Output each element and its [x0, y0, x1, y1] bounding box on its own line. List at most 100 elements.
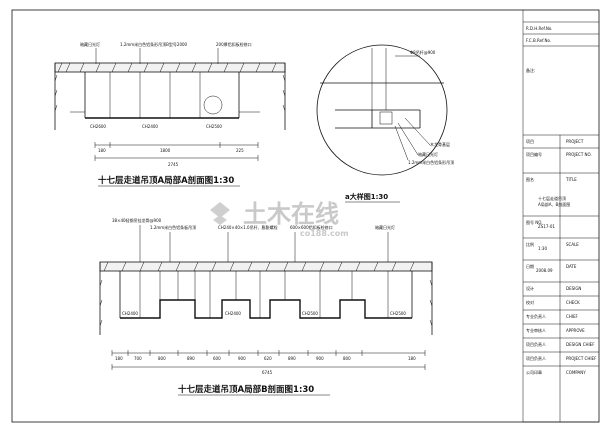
section-a-hangers: [109, 72, 201, 118]
title-block-row-cn: 项目编号: [526, 151, 542, 157]
section-b-dim-1: 700: [134, 356, 142, 361]
section-b-label-0: 38×40轻钢吊挂龙骨@900: [112, 217, 162, 223]
title-block-header-0: R.D.H.Ref.No.: [526, 26, 553, 31]
section-b-dim-total: 6745: [262, 370, 273, 375]
title-block-rows: 项目 PROJECT 项目编号 PROJECT NO. 图名 TITLE 图号 NO. 比例 S…: [523, 138, 599, 423]
title-block-row-cn: 项目负责人: [526, 355, 546, 361]
title-block-row-en: CHECK: [566, 300, 580, 305]
section-b-dim-7: 890: [288, 356, 296, 361]
section-b-ceiling-tag-3: CH2500: [390, 311, 406, 316]
section-b-dim-9: 800: [343, 356, 351, 361]
detail-a-label-2: 暗藏日光灯: [418, 151, 438, 157]
section-b-ceiling-tag-2: CH2500: [302, 311, 318, 316]
section-a-ceiling-tag-0: CH2600: [90, 124, 106, 129]
section-b-dim-5: 900: [238, 356, 246, 361]
watermark-url: co188.com: [300, 229, 349, 238]
section-b-dim-10: 180: [408, 356, 416, 361]
section-b-dim-8: 900: [316, 356, 324, 361]
section-b-dim-2: 800: [158, 356, 166, 361]
title-block: R.D.H.Ref.No. F.C.B.Ref.No. 备注: 项目 PROJEC…: [523, 21, 599, 423]
section-a-ceiling-tag-2: CH2500: [206, 124, 222, 129]
section-b-ceiling-tag-1: CH2400: [225, 311, 241, 316]
section-a-walls: [54, 63, 286, 130]
detail-a-hanger-rods: [371, 48, 387, 110]
section-b-title: 十七层走道吊顶A局部B剖面图1:30: [178, 384, 314, 395]
section-a-title: 十七层走道吊顶A局部A剖面图1:30: [98, 175, 234, 186]
title-block-header-1: F.C.B.Ref.No.: [526, 38, 551, 43]
section-a: 暗藏日光灯 1.2mm米白色铝条形吊顶B型号2000 200厚铝扣板检修口 CH…: [54, 41, 286, 187]
section-b-dim-6: 620: [264, 356, 272, 361]
title-block-drawing-no: ZS17-01: [538, 224, 555, 229]
title-block-row-cn: 图名: [526, 176, 534, 182]
detail-a-circle: [316, 44, 448, 176]
section-b-ceiling: [120, 299, 412, 319]
title-block-row-en: DESIGN CHIEF: [566, 342, 595, 347]
title-block-row-cn: 比例: [526, 241, 534, 247]
section-a-label-1: 1.2mm米白色铝条形吊顶B型号2000: [120, 41, 188, 47]
title-block-header-lines: [523, 21, 599, 47]
section-a-dim-0: 180: [98, 148, 106, 153]
watermark-logo-text: 土木在线: [243, 200, 339, 228]
detail-a-ceiling-box: [335, 109, 421, 129]
section-b-slab-hatch: [103, 261, 415, 272]
detail-a-leaders: [394, 55, 431, 161]
section-a-leaders: [95, 48, 219, 64]
section-b-label-1: 1.2mm米白色铝条板吊顶: [150, 224, 196, 230]
section-a-label-2: 200厚铝扣板检修口: [216, 41, 252, 47]
title-block-title-line-0: 十七层走道吊顶: [538, 195, 566, 201]
title-block-row-cn: 公司印章: [526, 369, 542, 375]
title-block-row-cn: 校对: [526, 299, 534, 305]
section-a-label-0: 暗藏日光灯: [80, 41, 100, 47]
section-a-slab-hatch: [57, 62, 277, 73]
watermark-logo-icon: [210, 202, 230, 225]
title-block-row-en: DESIGN: [566, 286, 581, 291]
title-block-row-en: CHIEF: [566, 314, 579, 319]
section-b-ceiling-tag-0: CH2400: [122, 311, 138, 316]
title-block-row-en: TITLE: [565, 177, 577, 182]
title-block-row-en: PROJECT NO.: [566, 152, 592, 157]
title-block-notes-label: 备注:: [526, 67, 535, 73]
title-block-row-cn: 图号 NO.: [526, 219, 543, 225]
section-b-dim-0: 180: [115, 356, 123, 361]
title-block-scale-value: 1:30: [538, 246, 547, 251]
detail-a-label-1: 木龙骨基层: [430, 141, 450, 147]
section-a-dim-2: 225: [236, 148, 244, 153]
section-b-dim-lines: [111, 350, 426, 370]
section-b-dim-4: 600: [213, 356, 221, 361]
section-a-dim-lines: [94, 142, 259, 161]
title-block-row-en: PROJECT: [566, 139, 584, 144]
section-b-wall-hatch: [99, 279, 433, 327]
section-a-dim-1: 1800: [160, 148, 171, 153]
title-block-row-en: SCALE: [566, 242, 579, 247]
section-a-ceiling-tag-1: CH2400: [142, 124, 158, 129]
title-block-row-cn: 项目: [526, 138, 534, 144]
detail-a: Φ8吊杆@900 木龙骨基层 暗藏日光灯 1.2mm米白色铝条形吊顶 a大样图1…: [316, 44, 454, 203]
title-block-row-cn: 项目负责人: [526, 341, 546, 347]
section-a-wall-hatch: [54, 74, 286, 112]
title-block-row-en: DATE: [566, 264, 577, 269]
title-block-date-value: 2008.09: [536, 268, 553, 273]
title-block-row-en: APPROVE: [566, 328, 585, 333]
section-b-hangers: [139, 271, 389, 318]
title-block-row-en: COMPANY: [566, 370, 586, 375]
detail-a-label-3: 1.2mm米白色铝条形吊顶: [408, 159, 454, 165]
watermark: 土木在线 co188.com: [210, 200, 349, 238]
title-block-row-cn: 日期: [526, 263, 534, 269]
title-block-title-line-1: A局部A、B剖面图: [538, 201, 570, 207]
section-a-detail-marker: [203, 95, 223, 115]
section-b-label-2: CH240×40×1.0吊杆、膨胀螺栓: [218, 224, 278, 230]
detail-a-title: a大样图1:30: [345, 192, 388, 201]
detail-a-light-fixture: [379, 111, 393, 125]
section-b: 38×40轻钢吊挂龙骨@900 1.2mm米白色铝条板吊顶 CH240×40×1…: [99, 217, 433, 396]
title-block-row-cn: 专业审核人: [526, 327, 546, 333]
section-a-dim-total: 2745: [168, 162, 179, 167]
detail-a-label-0: Φ8吊杆@900: [410, 49, 436, 55]
section-b-dim-3: 890: [187, 356, 195, 361]
title-block-row-cn: 专业负责人: [526, 313, 546, 319]
title-block-row-en: PROJECT CHIEF: [566, 356, 597, 361]
title-block-row-cn: 设计: [526, 285, 534, 291]
section-a-slab: [54, 62, 286, 73]
section-b-leaders: [139, 225, 389, 262]
